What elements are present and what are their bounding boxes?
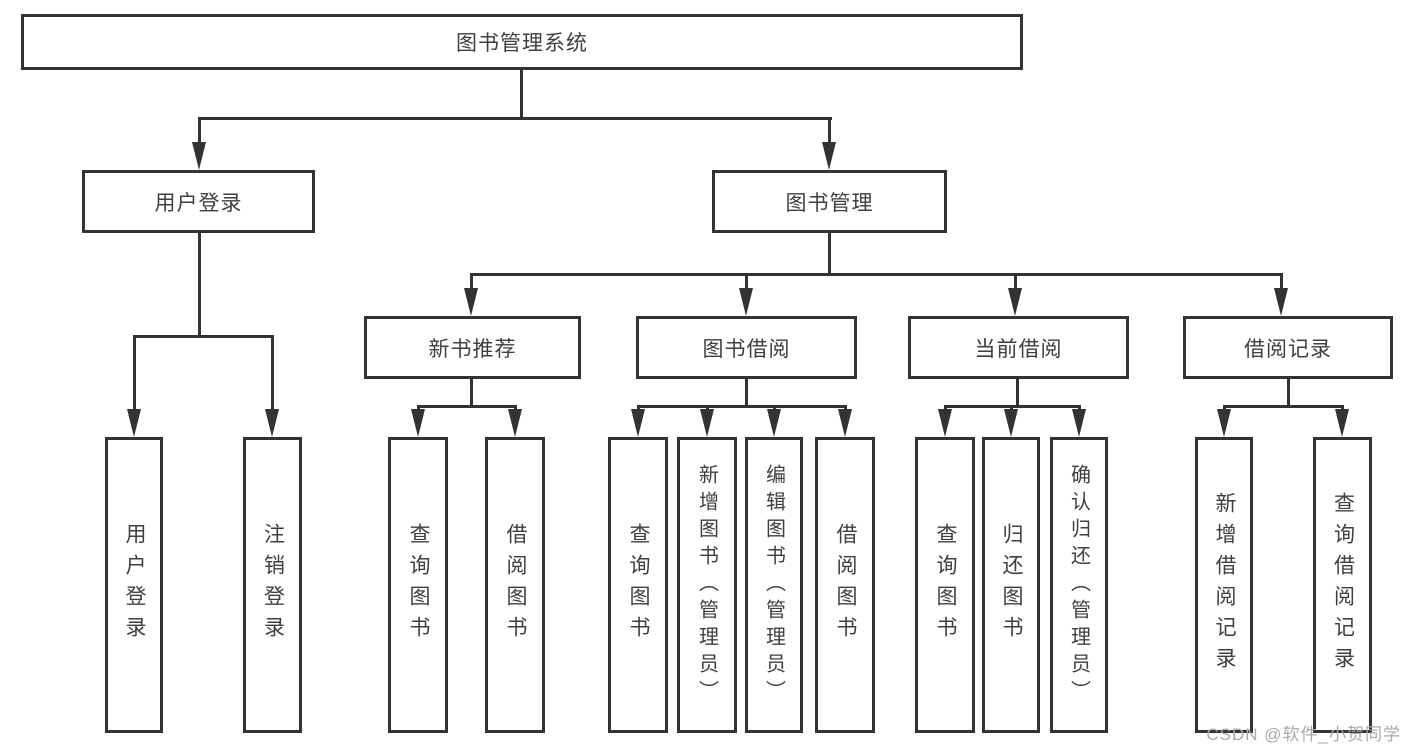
node-root: 图书管理系统: [21, 14, 1023, 70]
connector-recommend-stem: [470, 379, 473, 405]
leaf-return-book: 归还图书: [982, 437, 1040, 733]
connector-branch: [828, 117, 831, 145]
leaf-add-book-admin: 新增图书（管理员）: [677, 437, 737, 733]
arrowhead-down-icon: [739, 288, 753, 316]
arrowhead-down-icon: [1274, 288, 1288, 316]
connector-branch: [198, 117, 201, 145]
connector-branch: [1280, 273, 1283, 291]
connector-records-distributor: [1223, 405, 1344, 408]
connector-branch: [133, 335, 136, 413]
connector-branch: [745, 273, 748, 291]
arrowhead-down-icon: [411, 409, 425, 437]
arrowhead-down-icon: [464, 288, 478, 316]
arrowhead-down-icon: [1004, 409, 1018, 437]
connector-level3-distributor: [470, 273, 1283, 276]
node-user-login: 用户登录: [82, 170, 315, 233]
leaf-borrow-books-recommend: 借阅图书: [485, 437, 545, 733]
arrowhead-down-icon: [1217, 409, 1231, 437]
watermark-text: CSDN @软件_小贺同学: [1206, 725, 1401, 744]
leaf-logout: 注销登录: [243, 437, 302, 733]
leaf-query-books-borrow: 查询图书: [608, 437, 668, 733]
leaf-edit-book-admin: 编辑图书（管理员）: [745, 437, 803, 733]
connector-branch: [1014, 273, 1017, 291]
connector-user-login-stem: [198, 233, 201, 335]
arrowhead-down-icon: [127, 409, 141, 437]
arrowhead-down-icon: [631, 409, 645, 437]
connector-borrowing-distributor: [637, 405, 847, 408]
connector-current-stem: [1016, 379, 1019, 405]
connector-user-login-distributor: [133, 335, 274, 338]
arrowhead-down-icon: [700, 409, 714, 437]
arrowhead-down-icon: [1072, 409, 1086, 437]
node-book-borrowing: 图书借阅: [636, 316, 857, 379]
leaf-user-login: 用户登录: [105, 437, 163, 733]
connector-branch: [271, 335, 274, 413]
connector-records-stem: [1287, 379, 1290, 405]
leaf-query-books-current: 查询图书: [915, 437, 975, 733]
leaf-query-books-recommend: 查询图书: [388, 437, 448, 733]
arrowhead-down-icon: [508, 409, 522, 437]
arrowhead-down-icon: [1335, 409, 1349, 437]
node-borrowing-records: 借阅记录: [1183, 316, 1393, 379]
connector-level2-distributor: [198, 117, 832, 120]
node-book-management: 图书管理: [712, 170, 947, 233]
arrowhead-down-icon: [938, 409, 952, 437]
connector-recommend-distributor: [417, 405, 517, 408]
arrowhead-down-icon: [838, 409, 852, 437]
leaf-confirm-return-admin: 确认归还（管理员）: [1050, 437, 1108, 733]
leaf-query-borrow-record: 查询借阅记录: [1313, 437, 1372, 733]
arrowhead-down-icon: [1008, 288, 1022, 316]
connector-root-stem: [520, 69, 523, 117]
node-new-book-recommend: 新书推荐: [364, 316, 581, 379]
arrowhead-down-icon: [822, 142, 836, 170]
connector-book-mgmt-stem: [828, 232, 831, 273]
arrowhead-down-icon: [192, 142, 206, 170]
arrowhead-down-icon: [767, 409, 781, 437]
connector-branch: [470, 273, 473, 291]
connector-borrowing-stem: [745, 379, 748, 405]
arrowhead-down-icon: [265, 409, 279, 437]
node-current-borrowing: 当前借阅: [908, 316, 1129, 379]
leaf-add-borrow-record: 新增借阅记录: [1195, 437, 1253, 733]
leaf-borrow-books: 借阅图书: [815, 437, 875, 733]
